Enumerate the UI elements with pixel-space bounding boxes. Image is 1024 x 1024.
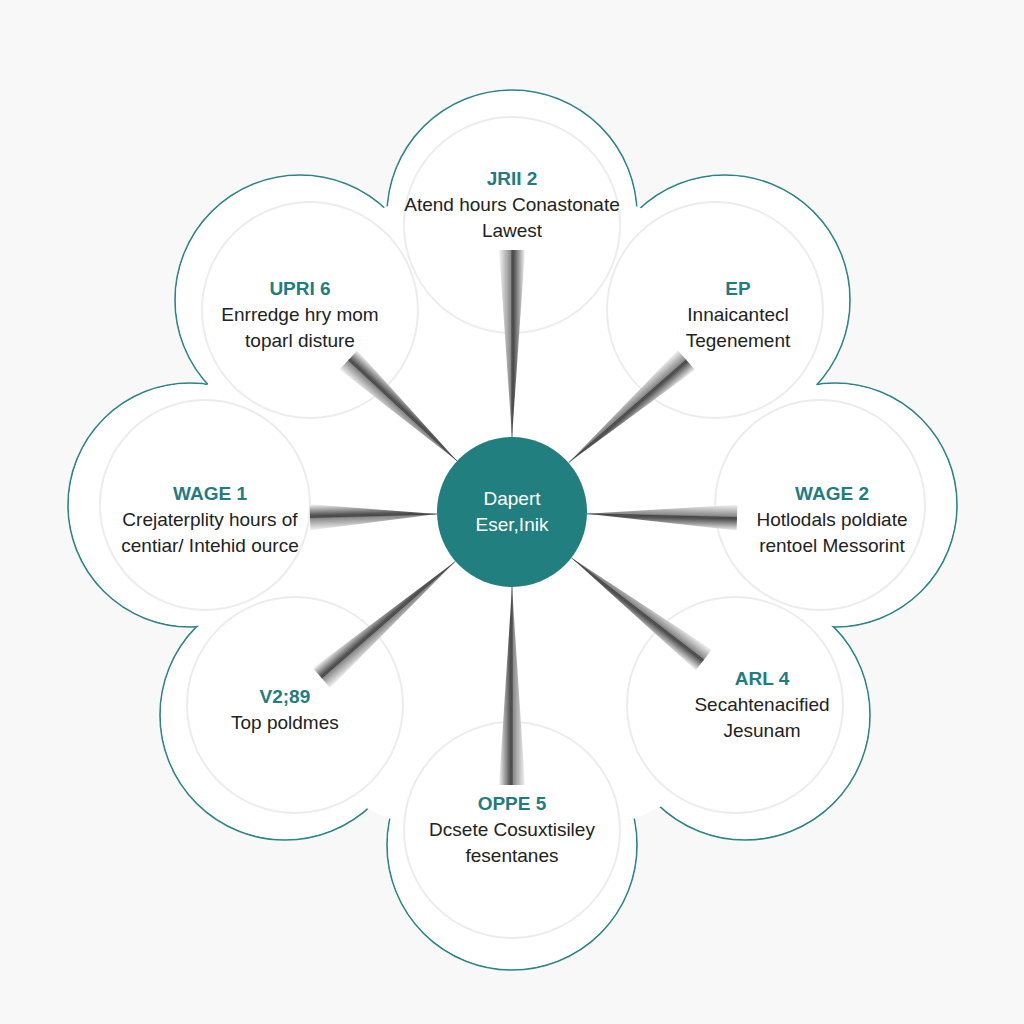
petal-node: OPPE 5Dcsete Cosuxtisiley fesentanes [392,785,632,875]
petal-node: WAGE 1Crejaterplity hours of centiar/ In… [110,475,310,565]
petal-heading: WAGE 2 [745,481,919,507]
spike-connector [340,350,457,460]
spike-connector [569,350,695,463]
spike-connector [571,558,711,670]
petal-heading: JRII 2 [400,166,624,192]
petal-node: UPRI 6Enrredge hry mom toparl disture [190,270,410,360]
petal-node: ARL 4Secahtenacified Jesunam [657,660,867,750]
petal-node: EPInnaicantecl Tegenement [633,270,843,360]
petal-text: Dcsete Cosuxtisiley fesentanes [400,817,624,869]
spike-connector [587,505,737,531]
petal-node: WAGE 2Hotlodals poldiate rentoel Messori… [737,475,927,565]
petal-heading: EP [641,276,835,302]
petal-heading: UPRI 6 [198,276,402,302]
petal-heading: ARL 4 [665,666,859,692]
spike-connector [499,250,525,437]
petal-heading: V2;89 [231,684,339,710]
spike-connector [313,561,455,688]
petal-heading: WAGE 1 [118,481,302,507]
petal-node: JRII 2Atend hours Conastonate Lawest [392,160,632,250]
petal-text: Hotlodals poldiate rentoel Messorint [745,507,919,559]
petal-heading: OPPE 5 [400,791,624,817]
petal-text: Atend hours Conastonate Lawest [400,192,624,244]
petal-text: Innaicantecl Tegenement [641,302,835,354]
petal-text: Secahtenacified Jesunam [665,692,859,744]
spike-connector [310,504,437,530]
petal-text: Top poldmes [231,710,339,736]
petal-text: Crejaterplity hours of centiar/ Intehid … [118,507,302,559]
center-label: Dapert Eser,Inik [445,486,579,538]
center-circle: Dapert Eser,Inik [437,437,587,587]
petal-node: V2;89Top poldmes [223,678,347,742]
petal-text: Enrredge hry mom toparl disture [198,302,402,354]
spike-connector [499,587,525,785]
